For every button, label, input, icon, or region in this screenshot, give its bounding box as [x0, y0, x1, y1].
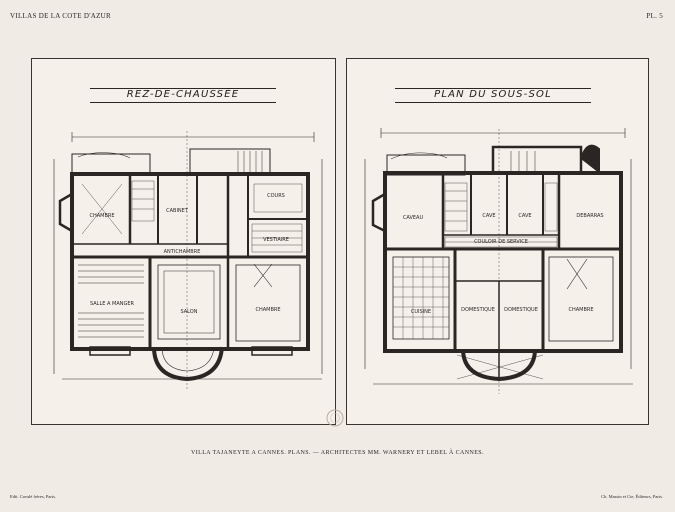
ground-floor-plan-drawing: CHAMBRE CABINET ANTICHAMBRE COURS VESTIA…	[53, 131, 323, 389]
library-stamp-icon	[326, 409, 344, 427]
room-cuisine: CUISINE	[411, 309, 431, 315]
room-antichambre: ANTICHAMBRE	[164, 249, 201, 255]
footer-publisher-left: Edit. Cavalé frères, Paris.	[10, 494, 56, 499]
room-chambre-top: CHAMBRE	[89, 213, 114, 219]
plate-number: PL. 5	[646, 12, 663, 20]
room-cave-2: CAVE	[518, 213, 531, 219]
room-chambre: CHAMBRE	[568, 307, 593, 313]
room-salle-a-manger: SALLE A MANGER	[90, 301, 135, 307]
plan-panel-ground-floor: REZ-DE-CHAUSSÉE	[31, 58, 336, 425]
room-caveau: CAVEAU	[403, 215, 424, 221]
basement-title: PLAN DU SOUS-SOL	[434, 89, 552, 100]
ground-floor-title: REZ-DE-CHAUSSÉE	[126, 89, 240, 100]
footer-publisher-right: Ch. Massin et Cie, Éditeurs, Paris.	[601, 494, 663, 499]
room-cabinet: CABINET	[166, 208, 189, 214]
plate-caption: VILLA TAJANEYTE A CANNES. PLANS. — ARCHI…	[191, 450, 484, 456]
room-couloir: COULOIR DE SERVICE	[474, 239, 528, 245]
room-chambre-right: CHAMBRE	[255, 307, 280, 313]
room-domestique-2: DOMESTIQUE	[504, 307, 538, 313]
title-rule-top	[90, 88, 276, 89]
title-rule-top	[395, 88, 591, 89]
basement-plan-drawing: CAVEAU CAVE CAVE DEBARRAS COULOIR DE SER…	[364, 128, 633, 394]
title-rule-bottom	[90, 102, 276, 103]
room-debarras: DEBARRAS	[576, 213, 603, 219]
title-rule-bottom	[395, 102, 591, 103]
plan-panel-basement: PLAN DU SOUS-SOL	[346, 58, 649, 425]
series-title: VILLAS DE LA COTE D'AZUR	[10, 12, 112, 20]
room-cave-1: CAVE	[482, 213, 495, 219]
room-cour: COURS	[267, 193, 285, 199]
room-salon: SALON	[181, 309, 198, 315]
room-domestique-1: DOMESTIQUE	[461, 307, 495, 313]
room-vestiaire: VESTIAIRE	[263, 237, 289, 243]
